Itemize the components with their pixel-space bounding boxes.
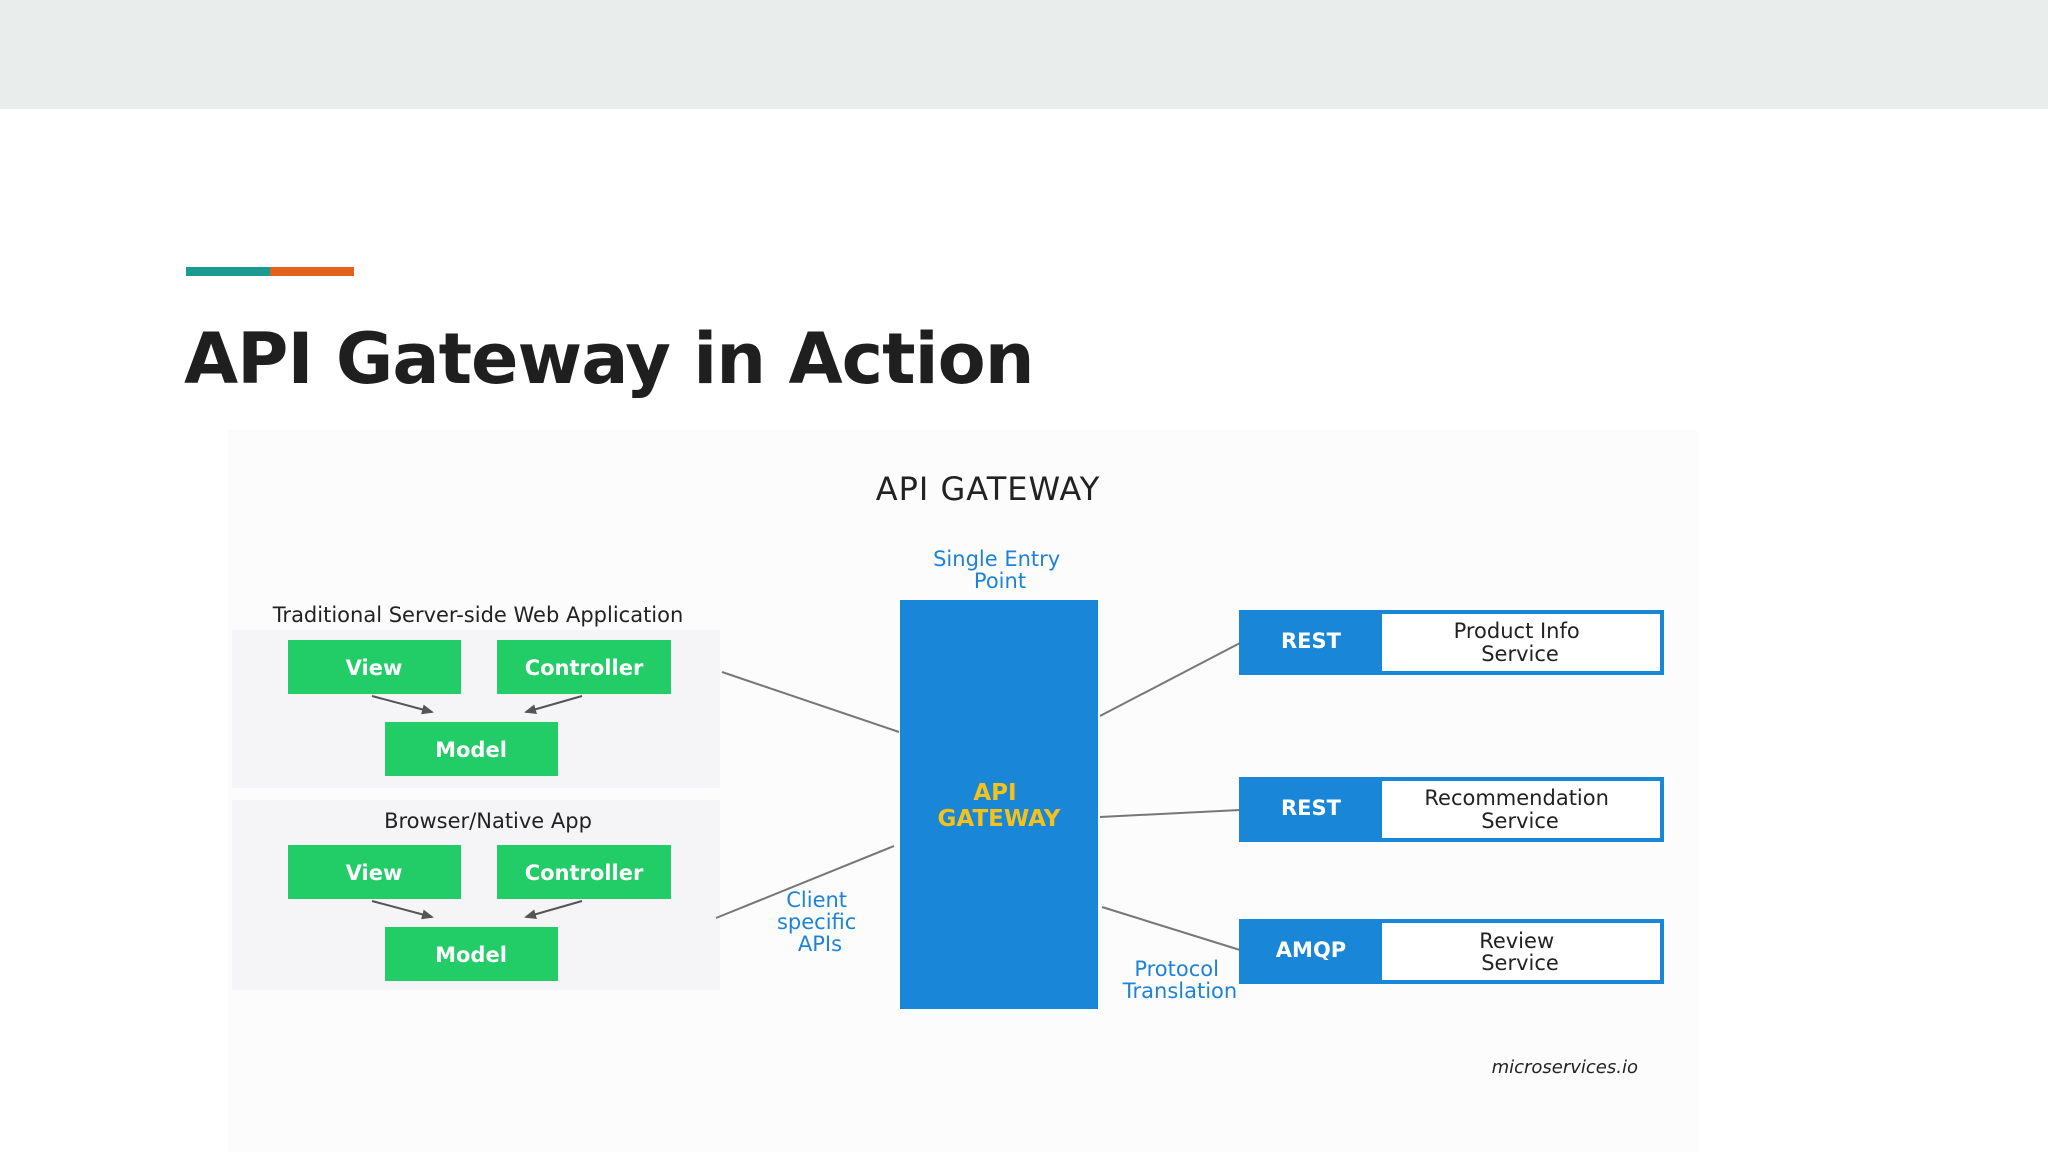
web-controller-box <box>497 640 671 694</box>
connector-native-to-gateway <box>715 845 895 919</box>
api-gateway-label: API GATEWAY <box>938 780 1061 832</box>
native-view-to-model-arrow <box>371 900 434 920</box>
web-controller-label: Controller <box>525 656 644 680</box>
native-model-box <box>385 927 558 981</box>
client-apis-caption: Client specific APIs <box>777 888 863 956</box>
service-product-protocol-cell <box>1241 612 1382 673</box>
accent-bar-teal <box>186 267 270 276</box>
service-review-name: Review Service <box>1479 929 1561 975</box>
connector-gateway-to-product <box>1099 642 1241 717</box>
native-view-label: View <box>346 861 403 885</box>
connector-web-to-gateway <box>721 671 900 733</box>
api-gateway-block <box>900 600 1098 1009</box>
web-view-label: View <box>346 656 403 680</box>
web-view-box <box>288 640 461 694</box>
connector-gateway-to-recommendation <box>1099 809 1241 818</box>
native-controller-to-model-arrow <box>524 900 583 920</box>
native-controller-label: Controller <box>525 861 644 885</box>
native-view-box <box>288 845 461 899</box>
service-recommendation-protocol: REST <box>1281 796 1342 820</box>
native-model-label: Model <box>435 943 507 967</box>
web-model-box <box>385 722 558 776</box>
web-model-label: Model <box>435 738 507 762</box>
source-credit: microservices.io <box>1492 1057 1638 1078</box>
top-band <box>0 0 2048 109</box>
service-recommendation-protocol-cell <box>1241 779 1382 840</box>
native-controller-box <box>497 845 671 899</box>
diagram-heading: API GATEWAY <box>876 470 1101 508</box>
protocol-translation-caption: Protocol Translation <box>1122 957 1237 1003</box>
single-entry-caption: Single Entry Point <box>933 547 1067 593</box>
accent-bar-orange <box>270 267 354 276</box>
client-group-native-title: Browser/Native App <box>384 809 592 833</box>
client-group-web-title: Traditional Server-side Web Application <box>272 603 684 627</box>
service-product-name: Product Info Service <box>1454 619 1587 666</box>
web-controller-to-model-arrow <box>524 695 583 715</box>
service-product-protocol: REST <box>1281 629 1342 653</box>
service-review-protocol-cell <box>1241 921 1382 982</box>
service-recommendation-name: Recommendation Service <box>1424 786 1615 833</box>
service-review-protocol: AMQP <box>1276 938 1346 962</box>
web-view-to-model-arrow <box>371 695 434 715</box>
slide-title: API Gateway in Action <box>184 318 1035 400</box>
connector-gateway-to-review <box>1101 906 1241 951</box>
